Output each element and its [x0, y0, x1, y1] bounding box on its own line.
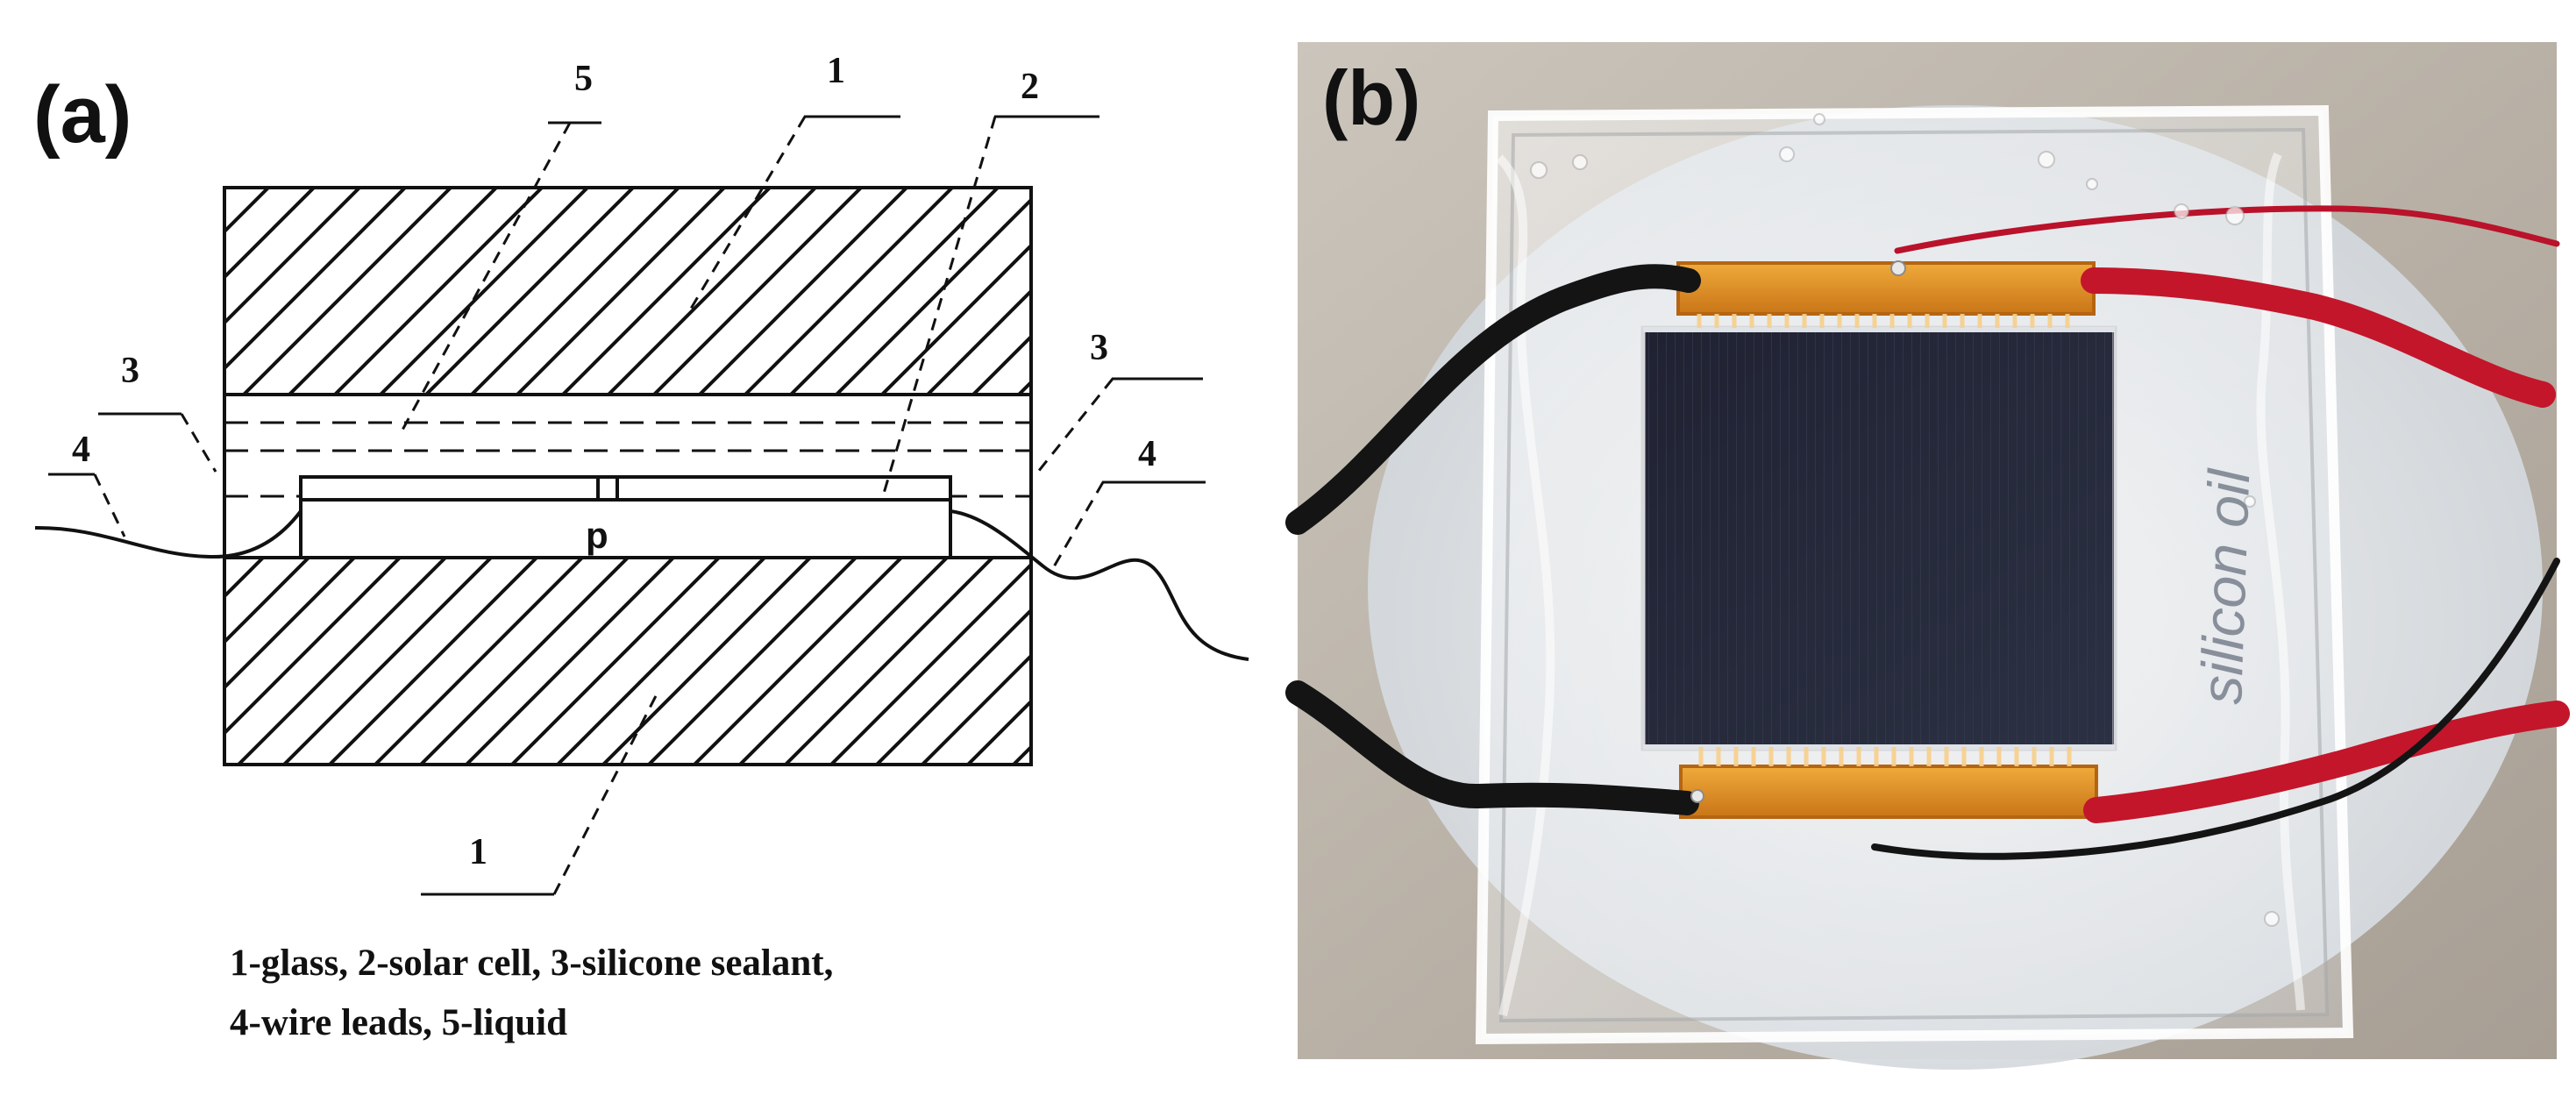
- left-wire-lead: [34, 509, 302, 559]
- bottom-right-red-wire: [2083, 701, 2570, 823]
- callout-1-top-number: 1: [827, 51, 845, 91]
- panel-a-label: (a): [33, 70, 132, 160]
- callout-3-right-leader: [1036, 378, 1114, 473]
- bottom-solder-point: [1690, 789, 1704, 803]
- bottom-contact-fingers: [1698, 747, 2072, 766]
- callout-3-left-leader: [180, 413, 217, 473]
- callout-4-left-leader: [93, 473, 126, 537]
- callout-3-right-number: 3: [1090, 328, 1108, 368]
- sealant-right-edge: [2256, 152, 2305, 1011]
- top-contact-tab: [1676, 261, 2096, 316]
- sealant-left-edge: [1496, 154, 1555, 1017]
- callout-5-number: 5: [574, 59, 593, 99]
- sealant-bubbles: [1530, 113, 2280, 927]
- callout-1-top-leader: [689, 116, 807, 310]
- caption-line-2: 4-wire leads, 5-liquid: [230, 1002, 567, 1043]
- callout-4-right-leader: [1051, 481, 1105, 569]
- top-glass-layer: [223, 186, 1033, 396]
- callout-1-bottom-leader: [552, 688, 661, 895]
- solar-cell-texture: [1643, 328, 2115, 749]
- silicon-oil-handwriting: silicon oil: [2188, 466, 2261, 706]
- right-wire-lead: [950, 509, 1249, 661]
- top-right-red-wire: [2081, 267, 2556, 408]
- callout-4-right-number: 4: [1138, 434, 1156, 474]
- bottom-glass-layer: [223, 556, 1033, 766]
- callout-2-number: 2: [1021, 67, 1039, 107]
- callout-1-bottom-number: 1: [469, 832, 487, 872]
- cell-contact-box: [596, 475, 619, 502]
- top-solder-point: [1890, 260, 1906, 276]
- panel-a: (a) p 5 1 2 3: [33, 51, 1249, 1043]
- callout-2-leader: [881, 116, 997, 497]
- bottom-right-black-wire: [1871, 558, 2560, 860]
- callout-5-leader: [399, 122, 572, 434]
- callout-4-left-number: 4: [72, 430, 90, 470]
- bottom-left-black-wire: [1285, 680, 1699, 815]
- thin-top-red-wire: [1894, 205, 2560, 254]
- panel-b-label: (b): [1322, 54, 1420, 141]
- panel-b: silicon oil (b): [1285, 42, 2570, 1070]
- caption-line-1: 1-glass, 2-solar cell, 3-silicone sealan…: [230, 943, 833, 984]
- solar-cell-body: [299, 475, 952, 559]
- top-contact-fingers: [1697, 314, 2070, 328]
- callout-3-left-number: 3: [121, 351, 139, 391]
- top-left-black-wire: [1285, 264, 1701, 535]
- cell-p-label: p: [586, 515, 608, 556]
- bottom-contact-tab: [1679, 765, 2098, 819]
